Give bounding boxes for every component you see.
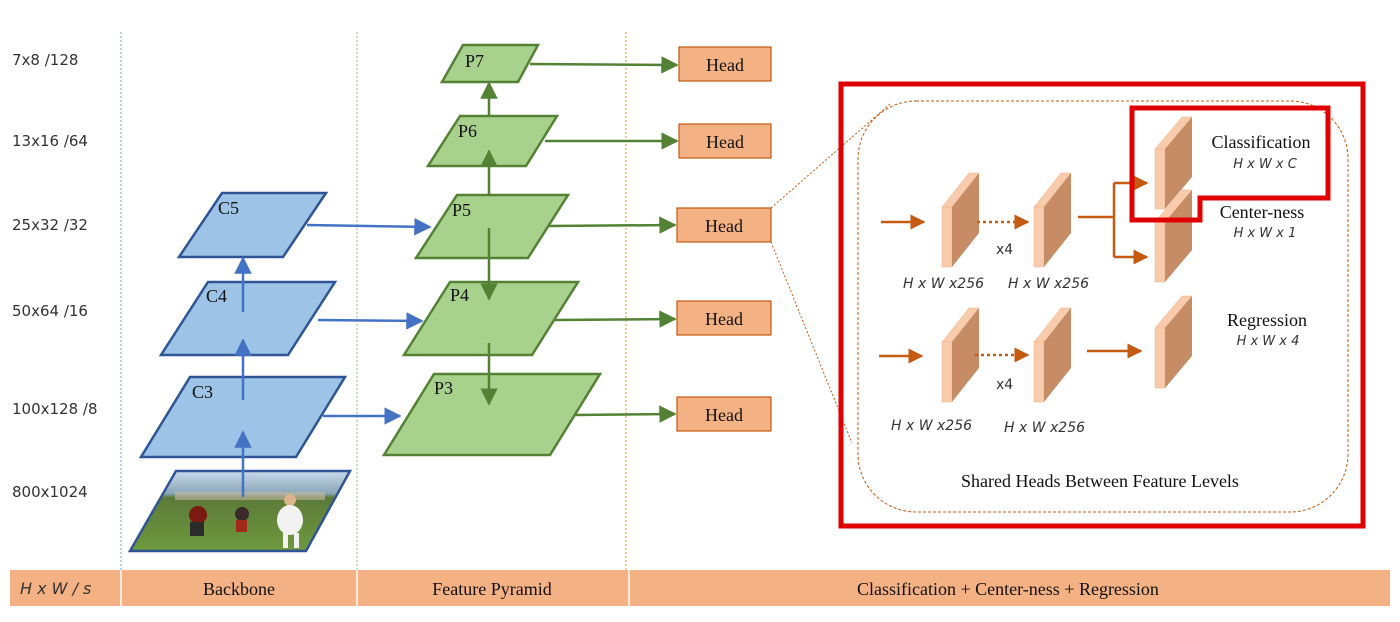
detail-caption: Shared Heads Between Feature Levels [961,471,1239,491]
scale-label-p3: 100x128 /8 [12,400,98,418]
column-separators [120,32,627,605]
classification-label: Classification [1212,132,1311,152]
x4-top: x4 [996,242,1013,258]
scale-label-p4: 50x64 /16 [12,302,88,320]
head-p6-label: Head [706,132,744,152]
c5-plane [176,191,329,259]
classification-dims: H x W x C [1233,157,1298,172]
regression-block [1154,295,1193,389]
feature-block-top-1 [941,172,980,268]
classification-highlight [1129,105,1331,223]
p3-plane [381,372,603,457]
c4-label: C4 [206,286,227,306]
head-p5-label: Head [705,216,743,236]
feature-block-top-2 [1033,172,1072,268]
head-p3 [676,396,772,432]
regression-label: Regression [1227,310,1307,330]
backbone: C3 C4 C5 [138,191,432,497]
zoom-lines [770,103,891,444]
head-p4 [676,300,772,336]
classification-block [1154,116,1193,210]
p5-plane [413,193,571,260]
dims-bottom-1: H x W x256 [891,418,972,434]
feature-block-bottom-1 [941,307,980,403]
dims-top-2: H x W x256 [1008,276,1089,292]
c3-plane [138,375,348,459]
dims-bottom-2: H x W x256 [1004,420,1085,436]
scale-label-input: 800x1024 [12,483,88,501]
scale-label-p5: 25x32 /32 [12,216,88,234]
p4-plane [401,280,581,357]
feature-block-bottom-2 [1033,307,1072,403]
dims-top-1: H x W x256 [903,276,984,292]
c4-plane [158,280,338,357]
p7-plane [439,43,541,84]
shared-head-detail: H x W x256 x4 H x W x256 Classification … [838,81,1366,529]
detail-rounded-frame [857,100,1349,513]
detail-highlight-frame [838,81,1366,529]
footer-hws: H x W / s [20,579,91,598]
p6-plane [425,114,560,168]
centerness-block [1154,189,1193,283]
regression-dims: H x W x 4 [1237,334,1300,349]
head-p7 [678,46,772,82]
p7-label: P7 [465,51,484,71]
c3-label: C3 [192,382,213,402]
head-p6 [678,123,772,159]
head-p4-label: Head [705,309,743,329]
footer-bar: H x W / s Backbone Feature Pyramid Class… [10,570,1390,606]
footer-heads: Classification + Center-ness + Regressio… [857,579,1159,599]
scale-label-p7: 7x8 /128 [12,51,78,69]
centerness-dims: H x W x 1 [1234,226,1297,241]
feature-pyramid: P7 P6 P5 P4 P3 [381,43,679,457]
head-p3-label: Head [705,405,743,425]
heads: Head Head Head Head Head [676,46,772,432]
footer-pyramid: Feature Pyramid [432,579,551,599]
p6-label: P6 [458,121,477,141]
p3-label: P3 [434,378,453,398]
centerness-label: Center-ness [1220,202,1305,222]
p4-label: P4 [450,285,469,305]
p5-label: P5 [452,200,471,220]
head-p5 [676,207,772,243]
footer-backbone: Backbone [203,579,275,599]
input-image [127,469,353,553]
head-p7-label: Head [706,55,744,75]
scale-labels: 7x8 /128 13x16 /64 25x32 /32 50x64 /16 1… [12,51,98,501]
c5-label: C5 [218,198,239,218]
scale-label-p6: 13x16 /64 [12,132,88,150]
x4-bottom: x4 [996,377,1013,393]
